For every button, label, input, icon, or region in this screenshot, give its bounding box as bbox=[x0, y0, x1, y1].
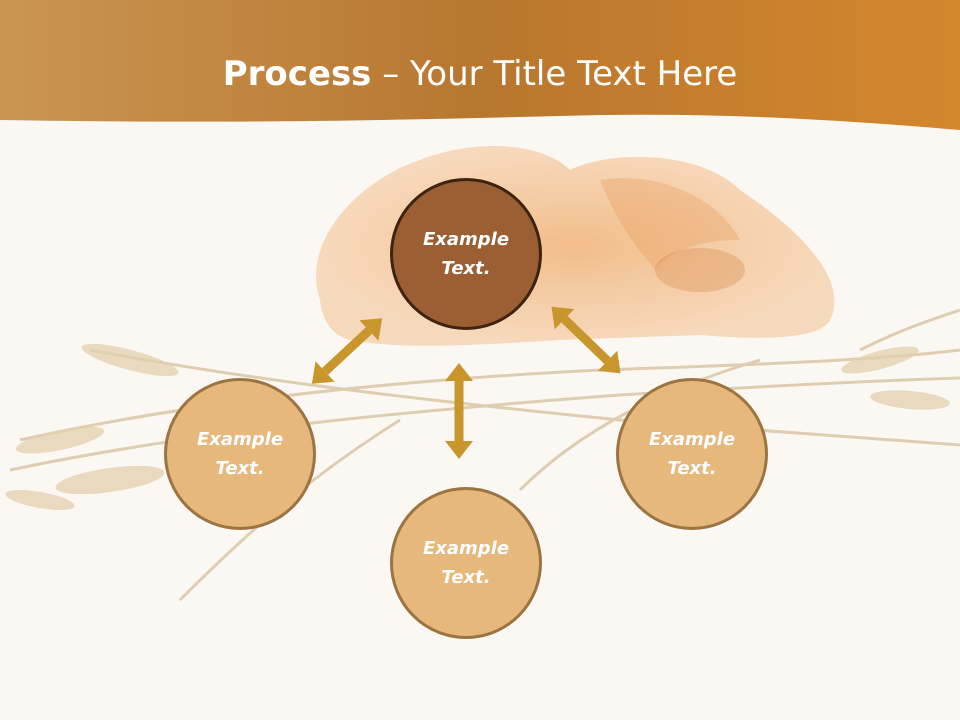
wheat-ears bbox=[5, 343, 950, 510]
double-arrow-top-right bbox=[551, 306, 621, 374]
double-arrow-top-left bbox=[311, 318, 383, 384]
node-right-label: Example Text. bbox=[648, 429, 736, 479]
double-arrow-vertical bbox=[445, 363, 473, 459]
node-bottom-label: Example Text. bbox=[422, 538, 510, 588]
title-bold: Process bbox=[222, 54, 372, 94]
node-bottom: Example Text. bbox=[390, 487, 542, 639]
wheat-image bbox=[9, 308, 960, 602]
page-title: Process – Your Title Text Here bbox=[0, 52, 960, 96]
node-left-label: Example Text. bbox=[196, 429, 284, 479]
node-top: Example Text. bbox=[390, 178, 542, 330]
header-band bbox=[0, 0, 960, 130]
node-left: Example Text. bbox=[164, 378, 316, 530]
node-right: Example Text. bbox=[616, 378, 768, 530]
node-top-label: Example Text. bbox=[422, 229, 510, 279]
title-rest: – Your Title Text Here bbox=[371, 54, 738, 94]
